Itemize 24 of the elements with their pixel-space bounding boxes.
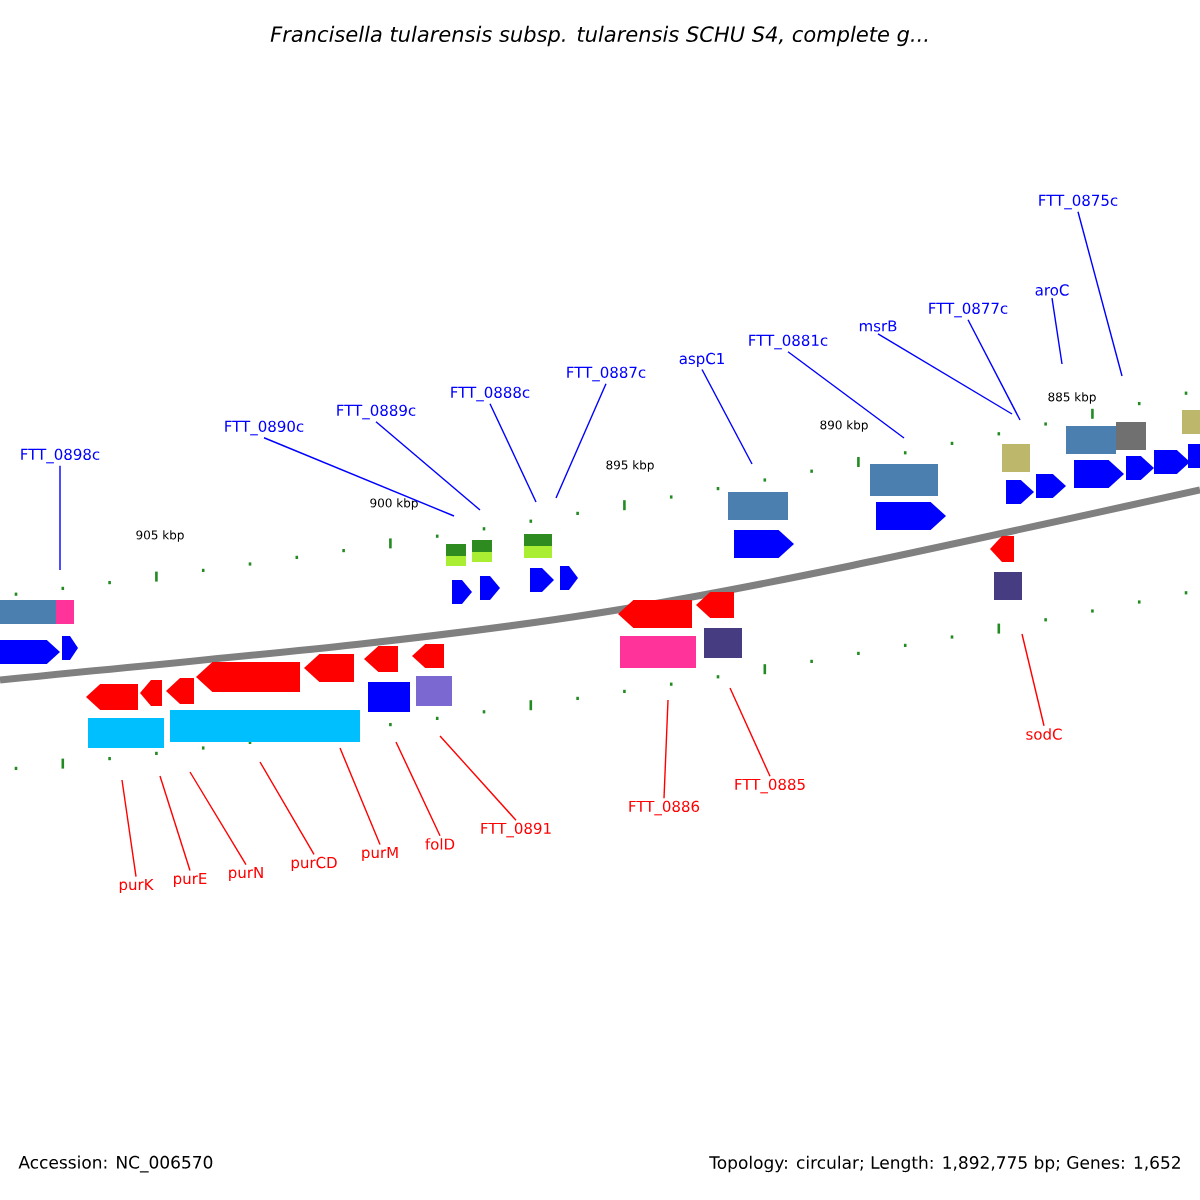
leader-line bbox=[555, 383, 607, 499]
leader-line bbox=[729, 687, 771, 777]
leader-line bbox=[1021, 633, 1045, 727]
leader-line bbox=[189, 771, 247, 866]
leader-line bbox=[439, 735, 517, 821]
leader-line bbox=[121, 779, 137, 878]
leader-line bbox=[967, 319, 1021, 421]
leader-line bbox=[787, 351, 905, 439]
leader-line bbox=[663, 699, 669, 799]
leader-line bbox=[263, 437, 455, 517]
leader-line bbox=[701, 368, 753, 465]
leader-line bbox=[1051, 297, 1063, 365]
leader-line bbox=[159, 775, 191, 872]
leader-line bbox=[259, 761, 315, 856]
leader-line bbox=[339, 747, 381, 846]
leader-line bbox=[59, 465, 61, 571]
leader-line bbox=[395, 741, 441, 837]
leader-line bbox=[375, 421, 481, 511]
leader-line bbox=[1077, 211, 1123, 377]
title: Francisella tularensis subsp. tularensis SCHU S4, complete g... bbox=[270, 25, 928, 47]
leader-line bbox=[489, 403, 537, 503]
footer-text: Accession: NC_006570 bbox=[18, 1155, 213, 1173]
footer-text: Topology: circular; Length: 1,892,775 bp; Genes: 1,652 bbox=[709, 1155, 1180, 1173]
leader-line bbox=[877, 333, 1013, 415]
